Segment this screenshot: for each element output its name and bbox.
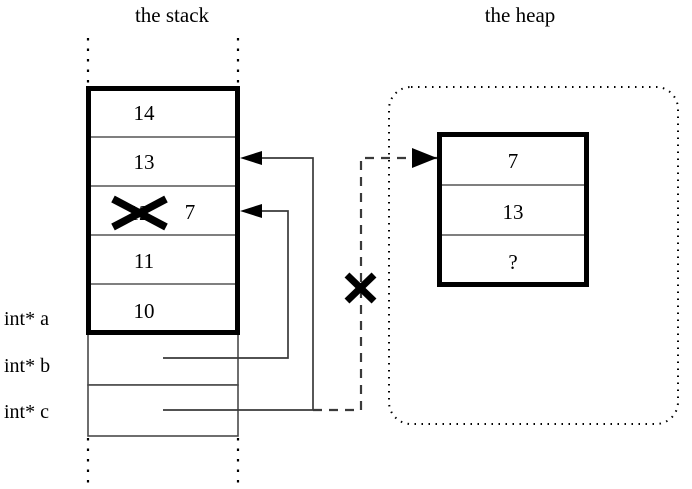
heap-cell-value-1: 13 xyxy=(503,200,524,224)
stack-cell-value-3: 11 xyxy=(134,249,154,273)
stack-cell-value-4: 10 xyxy=(134,299,155,323)
variable-label-c: int* c xyxy=(4,401,49,423)
pointer-c-connector xyxy=(163,151,314,411)
heap-cell-value-0: 7 xyxy=(508,149,519,173)
cancelled-heap-pointer xyxy=(313,148,448,412)
pointer-c-arrowhead xyxy=(240,151,262,165)
variable-label-b: int* b xyxy=(4,355,50,377)
heap-cell-value-2: ? xyxy=(508,250,517,274)
stack-title: the stack xyxy=(135,3,210,27)
heap-title: the heap xyxy=(485,3,556,27)
pointer-b-arrowhead xyxy=(240,204,262,218)
heap-region-boundary xyxy=(388,86,679,425)
variable-label-a: int* a xyxy=(4,308,49,330)
heap-pointer-arrowhead xyxy=(412,148,437,168)
stack-cell-value-1: 13 xyxy=(134,150,155,174)
stack-slot-b xyxy=(87,332,239,386)
stack-cell-value-0: 14 xyxy=(134,101,156,125)
heap-box xyxy=(437,132,589,287)
pointer-b-connector xyxy=(163,204,289,359)
cancel-x-icon xyxy=(344,272,377,304)
stack-box xyxy=(86,86,240,335)
stack-cell-new-value-2: 7 xyxy=(185,200,196,224)
strikeout-x-icon xyxy=(111,195,168,231)
